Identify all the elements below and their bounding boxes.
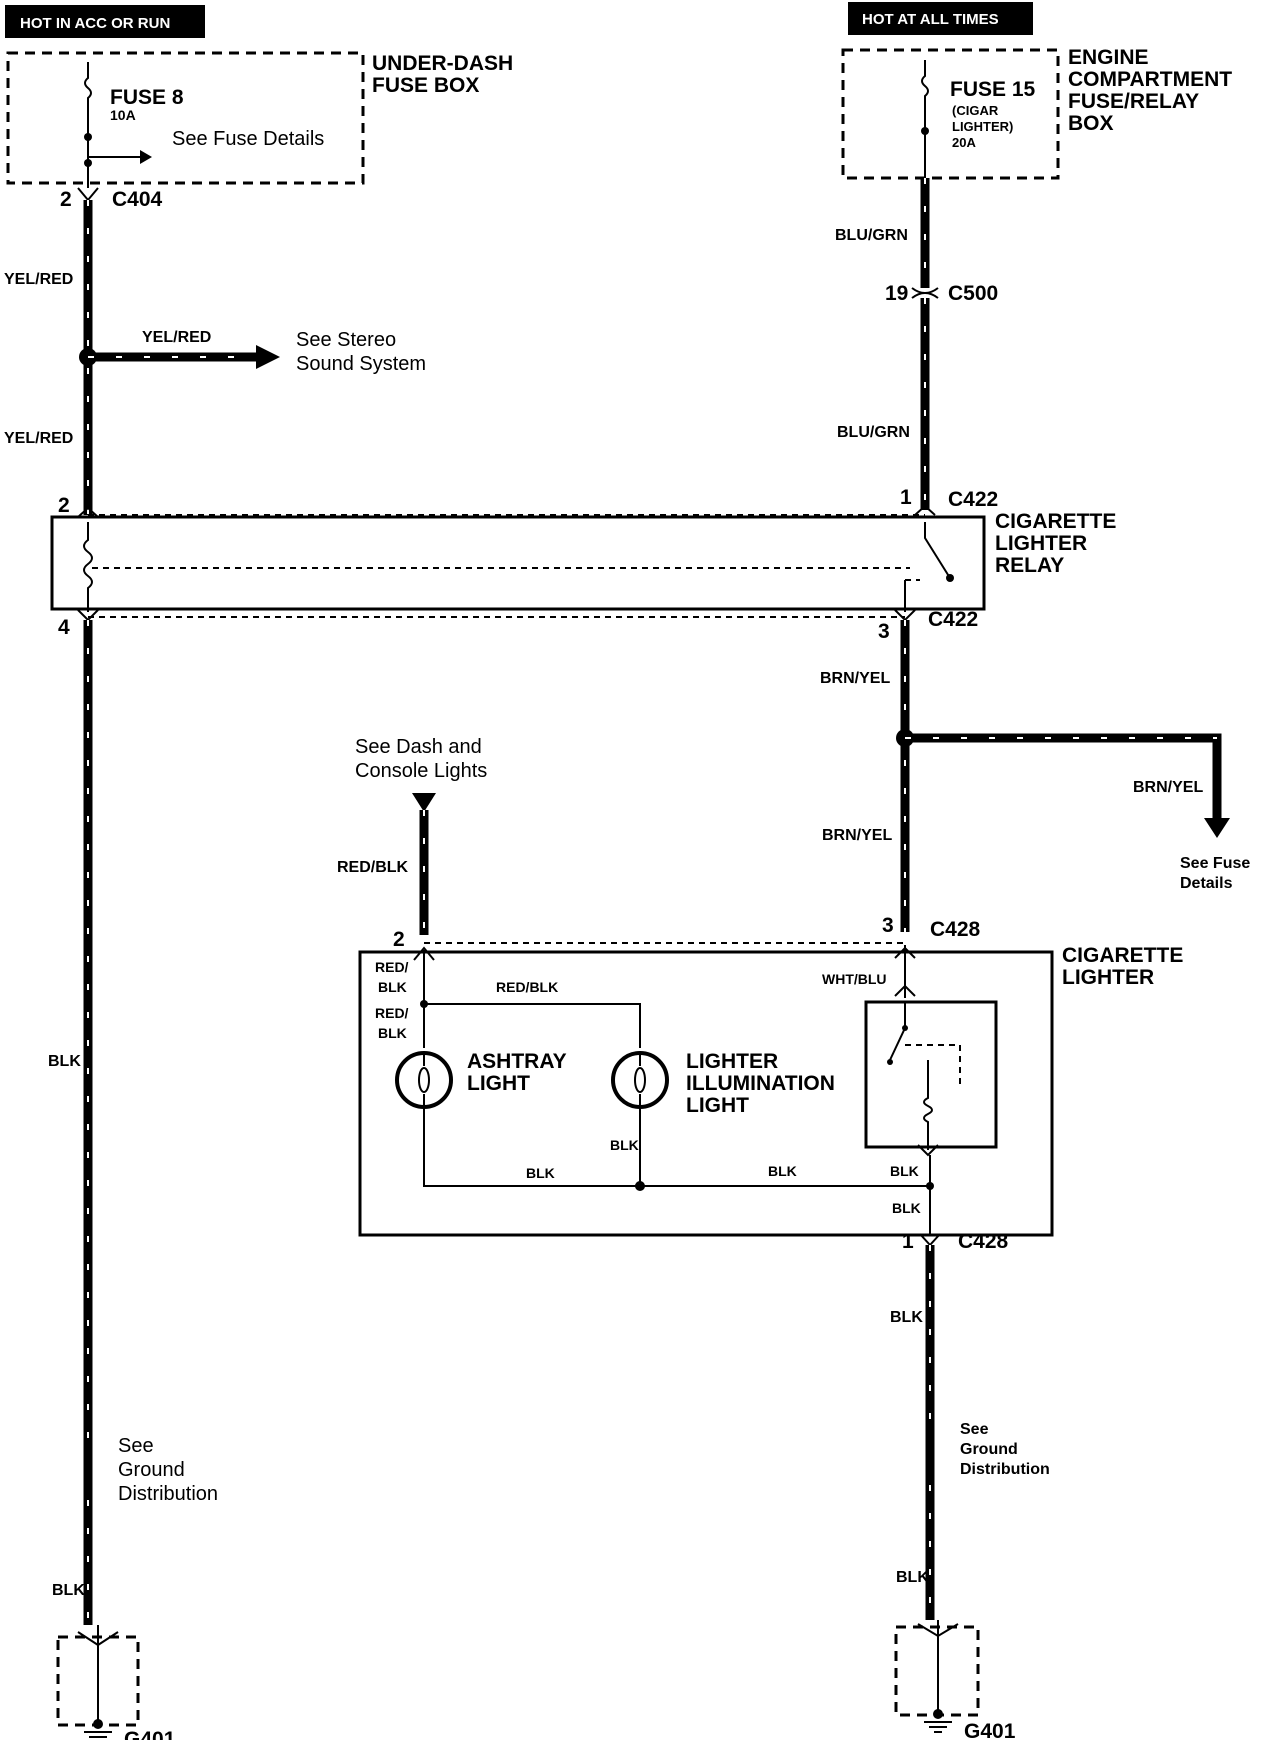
red-blk-c2: BLK	[378, 1025, 407, 1041]
fuse-8-note: See Fuse Details	[172, 128, 324, 150]
relay-label-3: RELAY	[995, 554, 1064, 577]
c404-label: C404	[112, 188, 163, 211]
blk-c: BLK	[768, 1163, 797, 1179]
fuse-8-rating: 10A	[110, 107, 136, 123]
relay-label-1: CIGARETTE	[995, 510, 1116, 533]
illum-label-2: ILLUMINATION	[686, 1072, 835, 1095]
ground-note-right-3: Distribution	[960, 1461, 1050, 1478]
ground-note-left-2: Ground	[118, 1459, 185, 1481]
wire-label-blu-grn-1: BLU/GRN	[835, 227, 908, 244]
fuse-8-symbol	[84, 62, 92, 188]
wire-label-blk-right-1: BLK	[890, 1309, 923, 1326]
cigarette-lighter-relay	[50, 515, 986, 611]
c500-label: C500	[948, 282, 998, 305]
c422-bottom-pin: 3	[878, 620, 890, 643]
arrow-fuse-details	[1204, 818, 1230, 838]
c428-bottom-pin: 1	[902, 1230, 914, 1253]
wire-label-red-blk: RED/BLK	[337, 859, 409, 876]
illum-label-3: LIGHT	[686, 1094, 749, 1117]
ground-note-left-3: Distribution	[118, 1483, 218, 1505]
lighter-label-1: CIGARETTE	[1062, 944, 1183, 967]
red-blk-a2: BLK	[378, 979, 407, 995]
c428-top-pin: 3	[882, 914, 894, 937]
wire-label-wht-blu: WHT/BLU	[822, 971, 887, 987]
cigarette-lighter-box	[358, 950, 1054, 1237]
wire-label-blk-left-2: BLK	[52, 1582, 85, 1599]
ground-symbol-left	[84, 1731, 112, 1738]
wire-label-blu-grn-2: BLU/GRN	[837, 424, 910, 441]
fuse-details-note-2: Details	[1180, 875, 1233, 892]
lighter-element-switch	[889, 1002, 906, 1061]
c428-bottom-label: C428	[958, 1230, 1009, 1253]
wire-label-yel-red-2: YEL/RED	[142, 329, 211, 346]
ground-note-right-2: Ground	[960, 1441, 1018, 1458]
relay-coil	[83, 522, 93, 612]
ground-symbol-right	[924, 1721, 952, 1733]
under-dash-fuse-box	[6, 51, 365, 185]
red-blk-c1: RED/	[375, 1005, 409, 1021]
ashtray-light-bulb	[395, 1051, 453, 1109]
relay-pin-4: 4	[58, 616, 70, 639]
dash-pin-2: 2	[393, 928, 405, 951]
blk-b: BLK	[526, 1165, 555, 1181]
fuse-15-sub-2: LIGHTER)	[952, 119, 1013, 134]
wire-label-blk-left-1: BLK	[48, 1053, 81, 1070]
c422-top-pin: 1	[900, 486, 912, 509]
lighter-element-box	[864, 1000, 998, 1149]
c404-pin: 2	[60, 188, 72, 211]
relay-pin-2: 2	[58, 494, 70, 517]
badge-left-text: HOT IN ACC OR RUN	[20, 15, 170, 32]
c422-top-label: C422	[948, 488, 998, 511]
wire-label-brn-yel-1: BRN/YEL	[820, 670, 890, 687]
under-dash-label-1: UNDER-DASH	[372, 52, 513, 75]
stereo-note-1: See Stereo	[296, 329, 396, 351]
badge-hot-in-acc-or-run: HOT IN ACC OR RUN	[5, 5, 205, 38]
c428-top-label: C428	[930, 918, 981, 941]
blk-d: BLK	[890, 1163, 919, 1179]
wire-label-yel-red-3: YEL/RED	[4, 430, 73, 447]
relay-switch	[924, 522, 951, 579]
illum-label-1: LIGHTER	[686, 1050, 778, 1073]
dash-note-1: See Dash and	[355, 736, 482, 758]
arrow-dash-lights	[412, 793, 436, 812]
wire-label-blk-right-2: BLK	[896, 1569, 929, 1586]
engine-label-1: ENGINE	[1068, 46, 1149, 69]
fuse-15-rating: 20A	[952, 135, 976, 150]
ground-right-label: G401	[964, 1720, 1016, 1740]
badge-right-text: HOT AT ALL TIMES	[862, 11, 999, 28]
lighter-label-2: LIGHTER	[1062, 966, 1154, 989]
fuse-15-symbol	[921, 60, 929, 178]
lighter-heating-element	[923, 1060, 933, 1150]
ashtray-label-1: ASHTRAY	[467, 1050, 567, 1073]
fuse-15-name: FUSE 15	[950, 78, 1036, 101]
wire-label-brn-yel-2: BRN/YEL	[1133, 779, 1203, 796]
under-dash-label-2: FUSE BOX	[372, 74, 479, 97]
engine-label-3: FUSE/RELAY	[1068, 90, 1199, 113]
c500-pin: 19	[885, 282, 908, 305]
engine-label-2: COMPARTMENT	[1068, 68, 1232, 91]
engine-label-4: BOX	[1068, 112, 1114, 135]
fuse-details-note-1: See Fuse	[1180, 855, 1250, 872]
red-blk-b: RED/BLK	[496, 979, 558, 995]
wire-label-brn-yel-3: BRN/YEL	[822, 827, 892, 844]
blk-e: BLK	[892, 1200, 921, 1216]
lighter-illumination-bulb	[611, 1051, 669, 1109]
dash-note-2: Console Lights	[355, 760, 487, 782]
red-blk-a1: RED/	[375, 959, 409, 975]
ground-note-right-1: See	[960, 1421, 989, 1438]
arrow-stereo	[256, 345, 280, 369]
fuse-15-sub-1: (CIGAR	[952, 103, 999, 118]
engine-fuse-relay-box	[841, 48, 1060, 180]
badge-hot-at-all-times: HOT AT ALL TIMES	[848, 2, 1033, 35]
relay-label-2: LIGHTER	[995, 532, 1087, 555]
fuse-8-name: FUSE 8	[110, 86, 184, 109]
blk-a: BLK	[610, 1137, 639, 1153]
ashtray-label-2: LIGHT	[467, 1072, 530, 1095]
ground-note-left-1: See	[118, 1435, 154, 1457]
stereo-note-2: Sound System	[296, 353, 426, 375]
c422-bottom-label: C422	[928, 608, 978, 631]
wire-label-yel-red-1: YEL/RED	[4, 271, 73, 288]
ground-left-label: G401	[124, 1728, 176, 1740]
